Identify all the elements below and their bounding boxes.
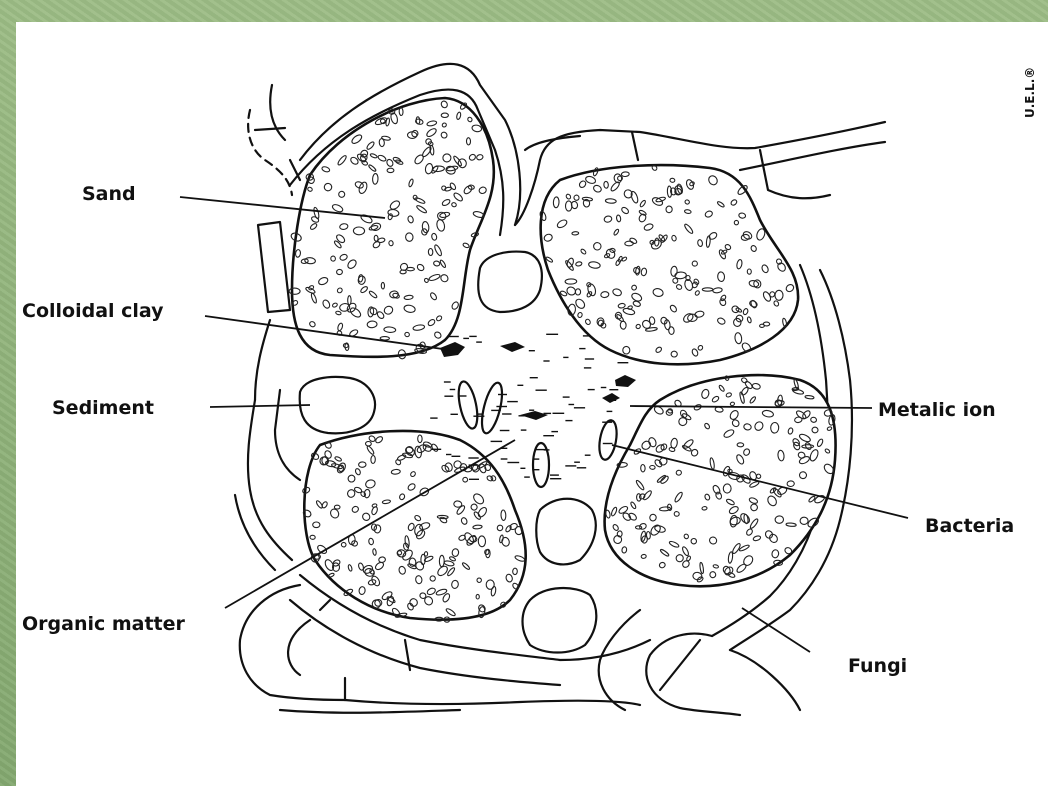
- label-organic-matter: Organic matter: [22, 613, 186, 635]
- aggregate-top-right: [541, 165, 798, 364]
- aggregate-bottom-left: [304, 431, 525, 620]
- label-metalic-ion: Metalic ion: [878, 399, 996, 421]
- label-colloidal-clay: Colloidal clay: [22, 300, 164, 322]
- label-sediment: Sediment: [52, 397, 154, 419]
- sediment-particle: [300, 377, 375, 433]
- label-fungi: Fungi: [848, 655, 907, 677]
- label-sand: Sand: [82, 183, 136, 205]
- copyright-mark: U.E.L.®: [1023, 67, 1037, 118]
- leader-sediment: [210, 405, 310, 407]
- label-bacteria: Bacteria: [925, 515, 1014, 537]
- aggregate-top-left: [292, 98, 494, 357]
- leader-fungi: [742, 608, 810, 652]
